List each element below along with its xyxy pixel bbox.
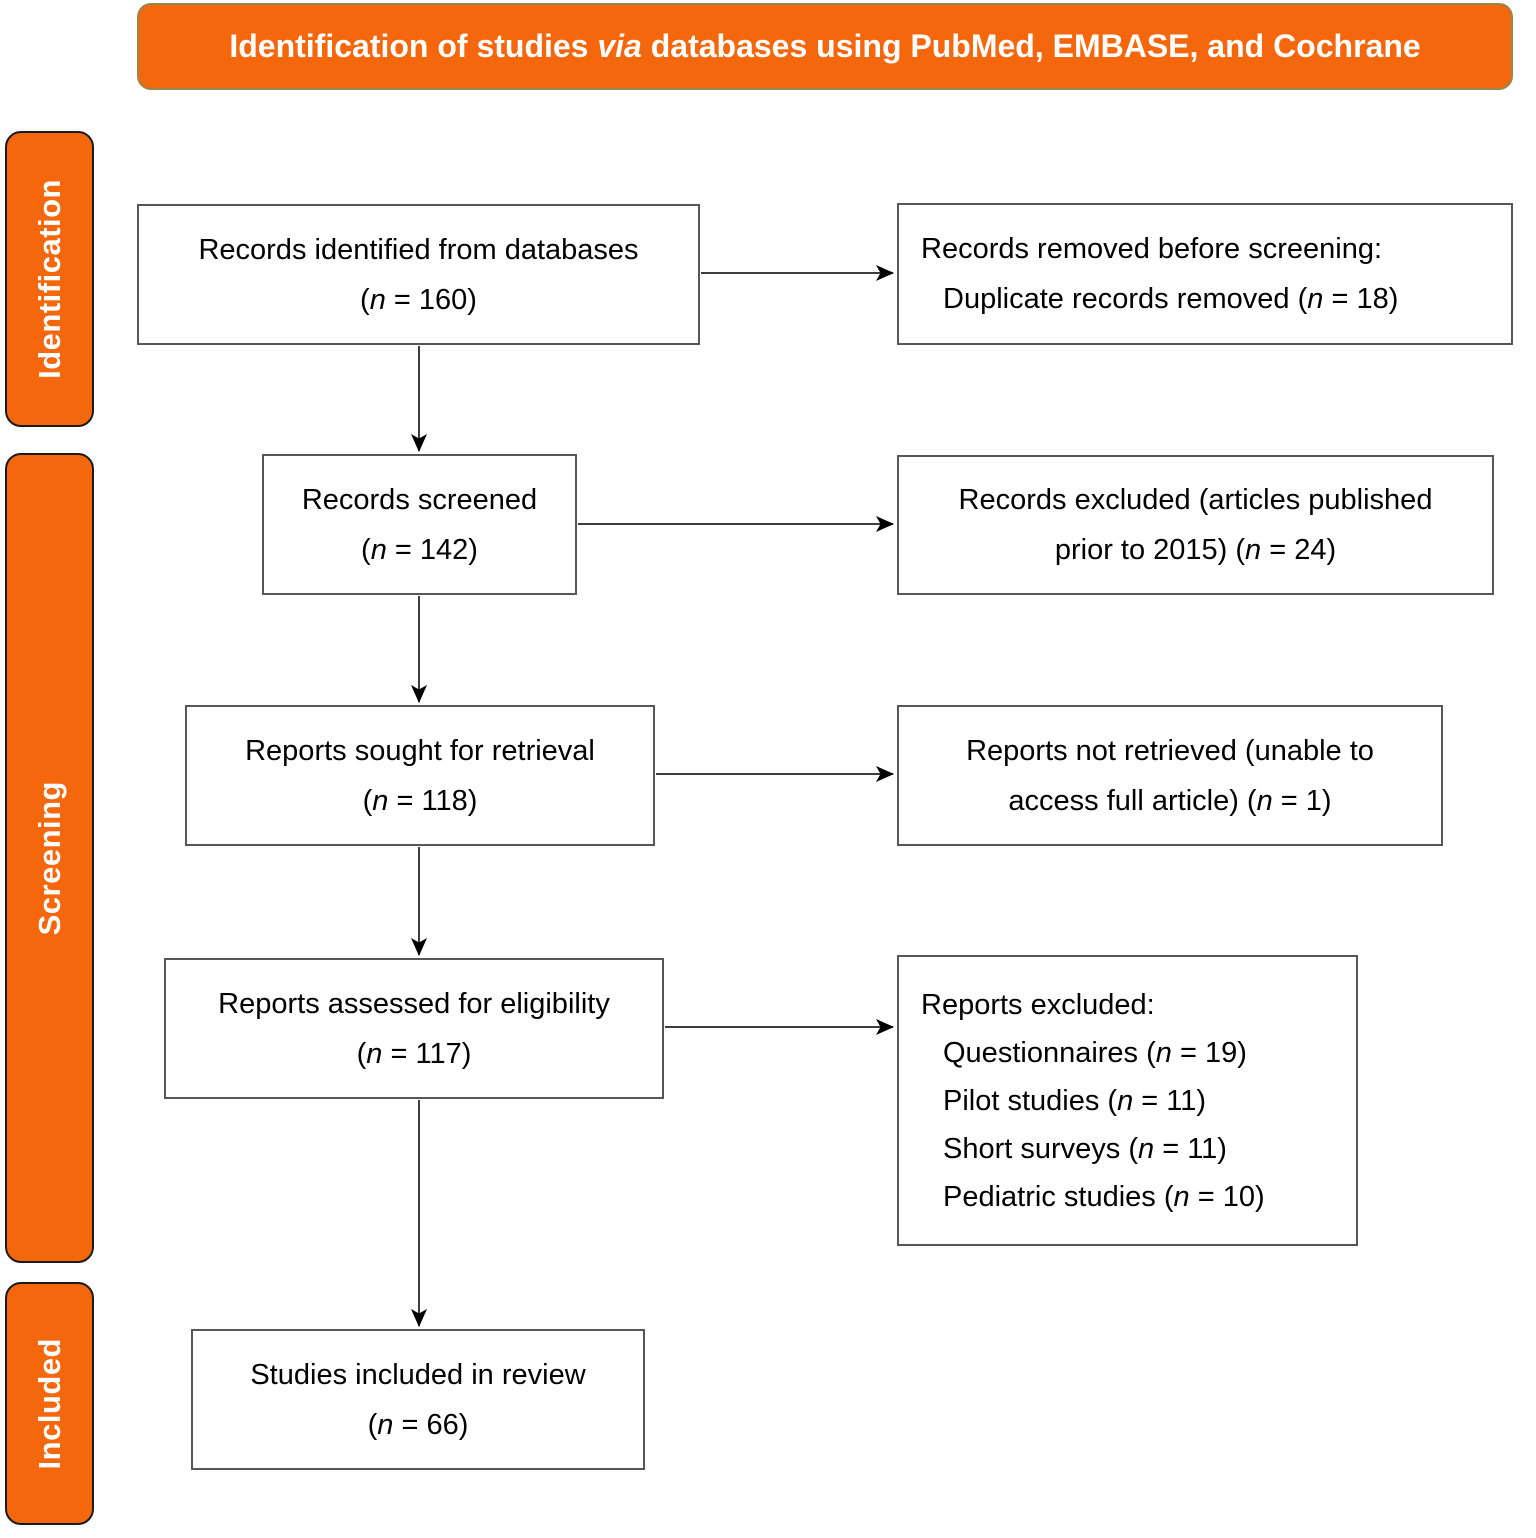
title-via: via: [597, 28, 642, 64]
box-reports-sought-count: (n = 118): [362, 784, 478, 817]
box-records-excluded: Records excluded (articles published pri…: [897, 455, 1494, 595]
box-reports-excluded-item-short-surveys: Short surveys (n = 11): [943, 1132, 1227, 1165]
title-text-after: databases using PubMed, EMBASE, and Coch…: [641, 28, 1421, 64]
stage-label-included-text: Included: [31, 1337, 67, 1470]
box-reports-not-retrieved-line1: Reports not retrieved (unable to: [966, 734, 1374, 767]
box-records-screened-label: Records screened: [301, 483, 538, 516]
stage-label-identification: Identification: [5, 131, 94, 427]
title-banner: Identification of studies via databases …: [137, 3, 1513, 90]
box-reports-excluded: Reports excluded: Questionnaires (n = 19…: [897, 955, 1358, 1246]
box-reports-excluded-item-questionnaires: Questionnaires (n = 19): [943, 1036, 1247, 1069]
box-records-excluded-line2: prior to 2015) (n = 24): [1054, 534, 1337, 566]
box-studies-included-label: Studies included in review: [250, 1358, 586, 1391]
box-records-identified-count: (n = 160): [360, 283, 477, 316]
box-records-removed: Records removed before screening: Duplic…: [897, 203, 1513, 345]
box-reports-not-retrieved-line2: access full article) (n = 1): [1008, 784, 1332, 817]
box-records-screened-count: (n = 142): [361, 533, 478, 566]
box-reports-not-retrieved: Reports not retrieved (unable to access …: [897, 705, 1443, 846]
box-records-screened: Records screened (n = 142): [262, 454, 577, 595]
box-reports-excluded-item-pilot: Pilot studies (n = 11): [943, 1084, 1207, 1117]
box-records-identified: Records identified from databases (n = 1…: [137, 204, 700, 345]
box-records-removed-header: Records removed before screening:: [921, 233, 1383, 265]
box-records-removed-item-duplicates: Duplicate records removed (n = 18): [943, 283, 1399, 315]
stage-label-screening-text: Screening: [31, 780, 67, 936]
box-records-identified-label: Records identified from databases: [198, 233, 639, 266]
title-text-before: Identification of studies: [229, 28, 598, 64]
stage-label-identification-text: Identification: [31, 179, 67, 379]
stage-label-screening: Screening: [5, 453, 94, 1263]
box-reports-excluded-item-pediatric: Pediatric studies (n = 10): [943, 1180, 1265, 1213]
box-reports-sought-label: Reports sought for retrieval: [245, 734, 595, 767]
box-records-excluded-line1: Records excluded (articles published: [958, 484, 1433, 516]
box-studies-included-count: (n = 66): [367, 1408, 469, 1441]
box-reports-sought: Reports sought for retrieval (n = 118): [185, 705, 655, 846]
box-reports-excluded-header: Reports excluded:: [921, 988, 1155, 1021]
box-reports-assessed: Reports assessed for eligibility (n = 11…: [164, 958, 664, 1099]
box-studies-included: Studies included in review (n = 66): [191, 1329, 645, 1470]
box-reports-assessed-label: Reports assessed for eligibility: [218, 987, 610, 1020]
box-reports-assessed-count: (n = 117): [356, 1037, 472, 1070]
stage-label-included: Included: [5, 1282, 94, 1525]
